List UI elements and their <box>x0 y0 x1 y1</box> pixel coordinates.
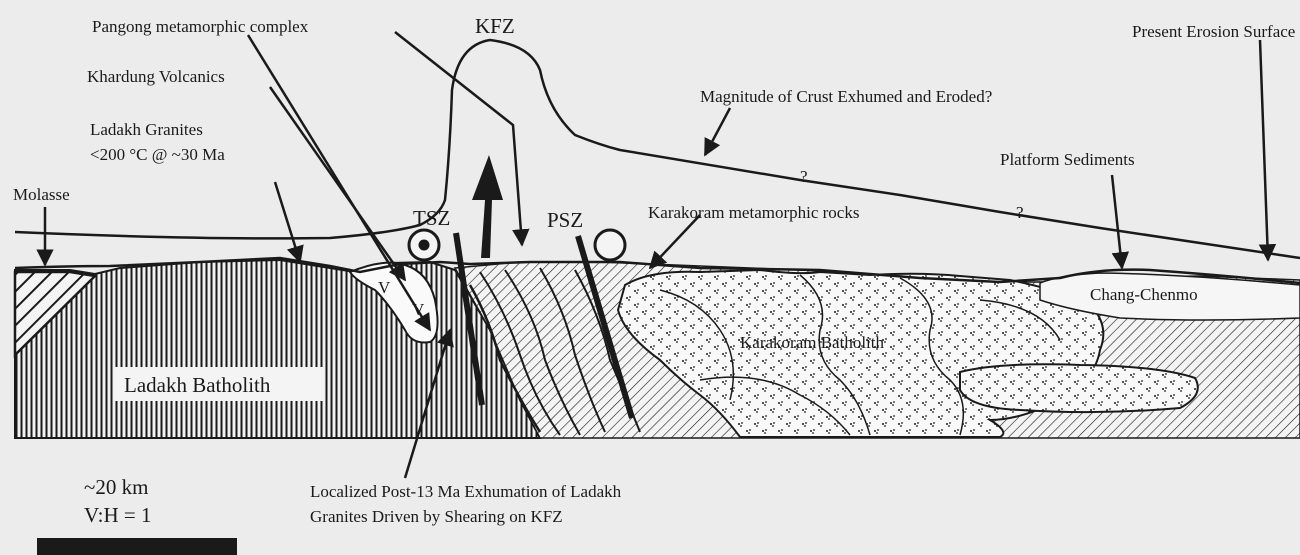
karakoram-batholith-label: Karakoram Batholith <box>740 333 884 352</box>
localized-caption-line1: Localized Post-13 Ma Exhumation of Ladak… <box>310 482 622 501</box>
karakoram-batholith-lens <box>960 364 1198 412</box>
volcanic-v-symbol: V <box>378 278 391 297</box>
karakoram-meta-label: Karakoram metamorphic rocks <box>648 203 859 222</box>
platform-label: Platform Sediments <box>1000 150 1135 169</box>
ladakh-granites-arrow <box>275 182 300 262</box>
khardung-label: Khardung Volcanics <box>87 67 225 86</box>
scale-ratio-label: V:H = 1 <box>84 503 151 527</box>
present-erosion-label: Present Erosion Surface <box>1132 22 1295 41</box>
temp-age-label: <200 °C @ ~30 Ma <box>90 145 225 164</box>
platform-arrow <box>1112 175 1122 268</box>
question-mark-2: ? <box>1016 203 1024 222</box>
question-mark-1: ? <box>800 167 808 186</box>
volcanic-v-symbol: V <box>412 300 425 319</box>
localized-caption-line2: Granites Driven by Shearing on KFZ <box>310 507 563 526</box>
ladakh-granites-label: Ladakh Granites <box>90 120 203 139</box>
khardung-arrow <box>270 87 405 280</box>
pangong-label: Pangong metamorphic complex <box>92 17 309 36</box>
dot-in-circle-icon <box>409 230 439 260</box>
magnitude-arrow <box>705 108 730 155</box>
molasse-label: Molasse <box>13 185 70 204</box>
psz-label: PSZ <box>547 208 583 232</box>
erosion-surface-arrow <box>1260 40 1268 260</box>
magnitude-label: Magnitude of Crust Exhumed and Eroded? <box>700 87 992 106</box>
kfz-label: KFZ <box>475 14 515 38</box>
scale-bar <box>37 538 237 555</box>
open-circle-icon <box>595 230 625 260</box>
scale-km-label: ~20 km <box>84 475 148 499</box>
karakoram-meta-arrow <box>650 215 700 268</box>
uplift-arrow <box>472 155 503 258</box>
ladakh-batholith-label: Ladakh Batholith <box>124 373 271 397</box>
tsz-label: TSZ <box>413 206 450 230</box>
chang-chenmo-label: Chang-Chenmo <box>1090 285 1198 304</box>
